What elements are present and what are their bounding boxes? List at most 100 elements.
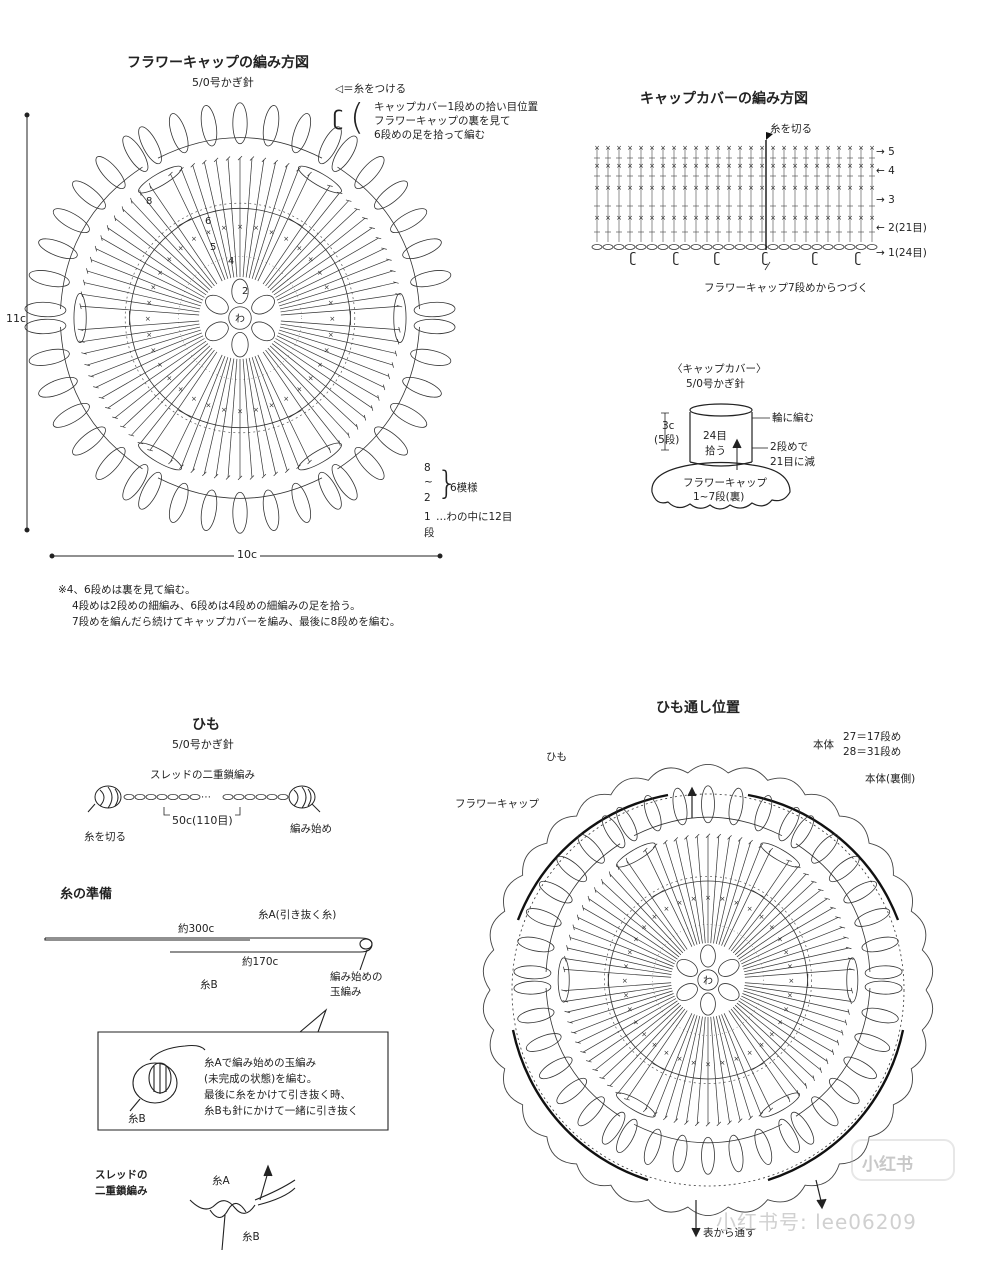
height-label: 11c xyxy=(6,312,27,325)
legend-pickup-line1: キャップカバー1段めの拾い目位置 xyxy=(374,101,539,113)
svg-text:×: × xyxy=(803,214,809,222)
svg-text:×: × xyxy=(146,331,152,339)
svg-text:×: × xyxy=(847,162,853,170)
svg-text:×: × xyxy=(150,347,156,355)
box-line-4: 糸Bも針にかけて一緒に引き抜く xyxy=(204,1105,359,1117)
svg-text:×: × xyxy=(638,214,644,222)
cover-row-2: ← 2(21目) xyxy=(876,222,927,234)
svg-text:×: × xyxy=(627,1005,633,1013)
rounds-tilde: ~ xyxy=(424,476,433,488)
svg-text:×: × xyxy=(649,144,655,152)
inner-petal xyxy=(718,959,740,977)
svg-text:×: × xyxy=(269,402,275,410)
svg-text:×: × xyxy=(633,935,639,943)
svg-text:×: × xyxy=(726,144,732,152)
cover-row-1: → 1(24目) xyxy=(876,247,927,259)
cut-yarn-label: 糸を切る xyxy=(770,123,812,135)
svg-text:×: × xyxy=(605,162,611,170)
svg-text:×: × xyxy=(663,1049,669,1057)
center-ring-label: わ xyxy=(703,975,713,987)
svg-text:×: × xyxy=(847,214,853,222)
svg-text:×: × xyxy=(627,214,633,222)
bobble-label-2: 玉編み xyxy=(330,986,362,998)
svg-text:×: × xyxy=(237,223,243,231)
svg-text:×: × xyxy=(704,184,710,192)
svg-text:×: × xyxy=(869,214,875,222)
inner-petal xyxy=(251,294,275,315)
svg-text:×: × xyxy=(825,144,831,152)
svg-text:×: × xyxy=(781,162,787,170)
svg-text:×: × xyxy=(759,184,765,192)
svg-text:×: × xyxy=(792,214,798,222)
box-line-3: 最後に糸をかけて引き抜く時、 xyxy=(204,1089,351,1101)
width-label: 10c xyxy=(234,548,261,561)
svg-text:×: × xyxy=(787,963,793,971)
svg-text:×: × xyxy=(847,144,853,152)
svg-text:×: × xyxy=(759,162,765,170)
svg-text:×: × xyxy=(682,162,688,170)
row-number-label: 6 xyxy=(205,216,211,227)
svg-text:×: × xyxy=(814,184,820,192)
center-ring-label: わ xyxy=(235,313,245,325)
inner-petal xyxy=(718,983,740,1001)
flower-cap-title: フラワーキャップの編み方図 xyxy=(127,55,309,71)
petal-motif xyxy=(616,1013,800,1175)
svg-text:×: × xyxy=(649,214,655,222)
guide-circle xyxy=(604,876,812,1084)
cord-title: ひも xyxy=(192,717,220,733)
svg-text:×: × xyxy=(627,184,633,192)
svg-text:×: × xyxy=(748,214,754,222)
svg-text:×: × xyxy=(157,361,163,369)
svg-text:×: × xyxy=(836,162,842,170)
svg-text:×: × xyxy=(328,299,334,307)
svg-text:×: × xyxy=(777,1019,783,1027)
svg-text:×: × xyxy=(296,386,302,394)
svg-text:×: × xyxy=(693,184,699,192)
pickup-mark: ʗ xyxy=(812,251,819,266)
svg-text:⋯: ⋯ xyxy=(201,792,211,803)
cover-decrease-1: 2段めで xyxy=(770,441,809,453)
legend-pickup-line3: 6段めの足を拾って編む xyxy=(374,129,486,141)
cover-pickup: 拾う xyxy=(705,445,726,457)
cord-start-label: 編み始め xyxy=(290,823,332,835)
cord-length: 50c(110目) xyxy=(170,812,235,828)
svg-text:×: × xyxy=(641,1031,647,1039)
pickup-mark: ʗ xyxy=(762,251,769,266)
svg-text:×: × xyxy=(221,406,227,414)
box-line-1: 糸Aで編み始めの玉編み xyxy=(204,1057,317,1069)
svg-text:×: × xyxy=(737,144,743,152)
svg-text:×: × xyxy=(825,162,831,170)
svg-text:×: × xyxy=(715,162,721,170)
cord-arc xyxy=(767,1029,905,1182)
svg-text:×: × xyxy=(677,1055,683,1063)
inner-petal xyxy=(251,321,275,342)
petal-motif xyxy=(513,815,688,987)
legend-pickup-line2: フラワーキャップの裏を見て xyxy=(374,115,511,127)
down-arrows xyxy=(687,786,827,1238)
flower-cap-chart: わ××××××××××××××××××××××××××××××××××××245… xyxy=(24,102,456,534)
body-back-label: 本体(裏側) xyxy=(865,773,916,785)
body-label: 本体 xyxy=(813,739,834,751)
svg-text:×: × xyxy=(734,1055,740,1063)
svg-text:×: × xyxy=(759,913,765,921)
svg-text:×: × xyxy=(748,184,754,192)
svg-text:×: × xyxy=(777,935,783,943)
svg-text:×: × xyxy=(206,402,212,410)
note-line-3: 7段めを編んだら続けてキャップカバーを編み、最後に8段めを編む。 xyxy=(72,616,401,628)
cord-cut-label: 糸を切る xyxy=(84,831,126,843)
svg-text:×: × xyxy=(671,144,677,152)
threading-position-chart: わ×××××××××××××××××××××××××××××××××××× xyxy=(482,764,934,1216)
svg-text:×: × xyxy=(737,184,743,192)
svg-text:×: × xyxy=(705,894,711,902)
svg-text:×: × xyxy=(157,269,163,277)
cord-arc xyxy=(511,1029,649,1182)
svg-text:×: × xyxy=(747,905,753,913)
svg-text:×: × xyxy=(770,144,776,152)
cover-sub-hook: 5/0号かぎ針 xyxy=(686,378,745,390)
rounds-8: 8 xyxy=(424,462,431,474)
svg-text:×: × xyxy=(329,315,335,323)
svg-text:×: × xyxy=(283,235,289,243)
svg-text:×: × xyxy=(783,949,789,957)
svg-text:×: × xyxy=(691,895,697,903)
svg-text:×: × xyxy=(649,184,655,192)
